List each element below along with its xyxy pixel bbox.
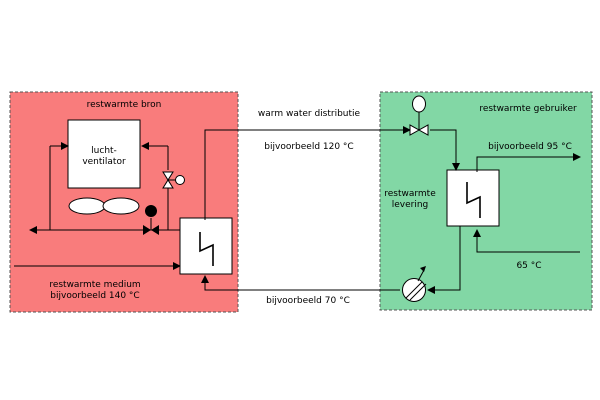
fan-blades-icon [68, 197, 140, 215]
user-out-temp: bijvoorbeeld 95 °C [488, 142, 572, 152]
user-panel-title: restwarmte gebruiker [479, 104, 577, 114]
fan-label-line1: lucht- [91, 146, 117, 156]
supply-pipe [204, 126, 460, 220]
control-valve-icon [143, 205, 159, 235]
delivery-label-line2: levering [392, 200, 429, 210]
air-loop-lines [49, 142, 169, 230]
distribution-title: warm water distributie [258, 109, 361, 119]
consumer-lines [473, 153, 581, 253]
return-pump-icon [402, 266, 427, 302]
return-temp-label: bijvoorbeeld 70 °C [266, 296, 350, 306]
user-in-temp: 65 °C [516, 261, 541, 271]
delivery-label-line1: restwarmte [384, 189, 436, 199]
fan-box [67, 119, 141, 189]
supply-temp-label: bijvoorbeeld 120 °C [264, 142, 353, 152]
fan-label-line2: ventilator [82, 157, 126, 167]
source-heat-exchanger [179, 217, 233, 275]
bypass-valve-icon [162, 171, 185, 189]
user-heat-exchanger [446, 169, 500, 227]
supply-valve-icon [409, 95, 429, 136]
medium-label-line1: restwarmte medium [49, 280, 140, 290]
source-panel-title: restwarmte bron [87, 100, 162, 110]
medium-label-line2: bijvoorbeeld 140 °C [50, 291, 139, 301]
return-pipe [201, 226, 461, 294]
